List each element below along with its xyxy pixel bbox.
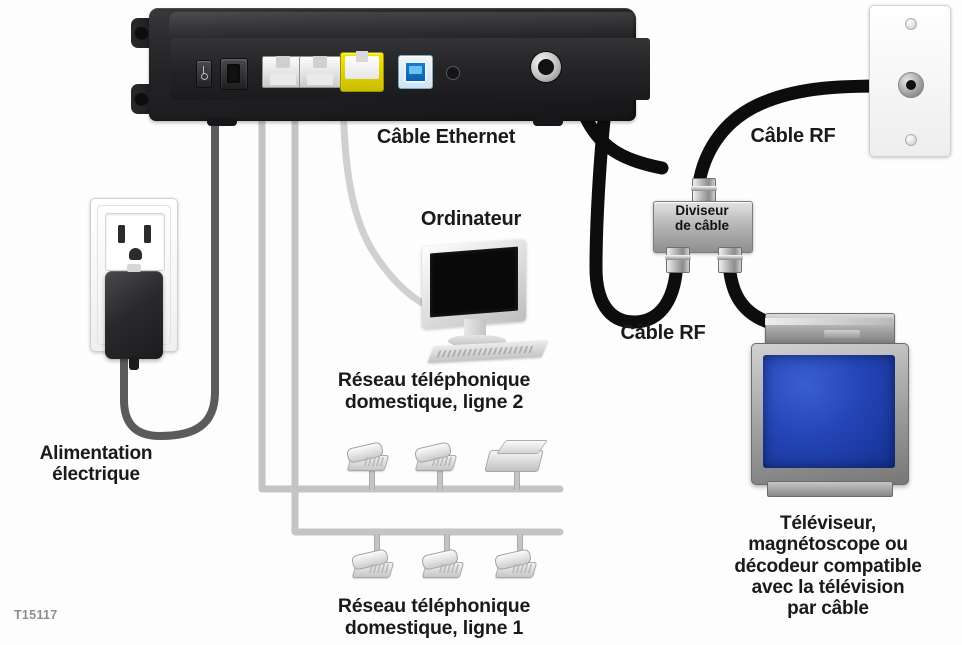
wall-outlet-and-power-supply xyxy=(90,198,178,370)
figure-reference: T15117 xyxy=(14,608,58,622)
outlet-ground-hole xyxy=(129,248,142,260)
cable-splitter: Diviseur de câble xyxy=(644,173,762,283)
line2-drop-3 xyxy=(514,468,520,490)
label-computer: Ordinateur xyxy=(420,208,522,230)
monitor-stand-neck xyxy=(464,319,486,339)
line2-drop-1 xyxy=(369,466,375,490)
ethernet-port[interactable] xyxy=(340,51,384,92)
television-base xyxy=(767,481,893,497)
outlet-face-plate xyxy=(90,198,178,370)
line2-telephone-2 xyxy=(413,441,458,471)
rf-connector[interactable] xyxy=(531,52,561,82)
usb-port[interactable] xyxy=(398,55,433,89)
power-adapter xyxy=(105,264,163,370)
splitter-body xyxy=(653,201,753,253)
cable-modem xyxy=(131,8,650,126)
coaxial-wall-plate xyxy=(869,5,951,157)
computer xyxy=(408,238,549,363)
label-ethernet-cable: Câble Ethernet xyxy=(376,126,516,148)
modem-foot-right xyxy=(533,118,563,126)
label-phone-line-1: Réseau téléphonique domestique, ligne 1 xyxy=(337,595,531,639)
outlet-socket-upper xyxy=(105,213,165,271)
modem-foot-left xyxy=(207,118,237,126)
splitter-output-connector-right[interactable] xyxy=(717,247,743,273)
monitor-screen xyxy=(430,246,518,318)
outlet-prong-left xyxy=(118,225,125,243)
modem-chassis xyxy=(149,8,650,126)
line1-drop-1 xyxy=(374,534,380,556)
label-power-supply: Alimentation électrique xyxy=(39,443,153,486)
splitter-output-connector-left[interactable] xyxy=(665,247,691,273)
line2-telephone-1 xyxy=(345,441,390,471)
line2-drop-2 xyxy=(437,466,443,490)
label-phone-line-2: Réseau téléphonique domestique, ligne 2 xyxy=(337,369,531,413)
set-top-box-panel xyxy=(765,318,893,325)
wall-plate-face xyxy=(869,5,951,157)
line1-telephone-2 xyxy=(420,548,465,578)
power-switch[interactable] xyxy=(196,60,212,88)
outlet-prong-right xyxy=(144,225,151,243)
splitter-label: Diviseur de câble xyxy=(674,203,730,233)
line2-fax-machine xyxy=(484,440,548,472)
wall-plate-screw-bottom xyxy=(905,134,917,146)
reset-button[interactable] xyxy=(446,66,460,80)
television-screen xyxy=(763,355,895,468)
keyboard xyxy=(427,340,549,363)
power-jack[interactable] xyxy=(220,58,248,90)
telephone-port-2[interactable] xyxy=(299,56,341,88)
label-rf-cable-bottom: Câble RF xyxy=(620,322,706,344)
wall-plate-f-connector[interactable] xyxy=(898,72,924,98)
line1-drop-3 xyxy=(517,534,523,556)
label-rf-cable-top: Câble RF xyxy=(750,125,836,147)
line1-telephone-1 xyxy=(350,548,395,578)
label-television: Téléviseur, magnétoscope ou décodeur com… xyxy=(734,513,922,620)
television xyxy=(745,313,913,503)
line1-drop-2 xyxy=(444,534,450,556)
telephone-port-1[interactable] xyxy=(262,56,304,88)
modem-top-bevel xyxy=(169,12,649,38)
wall-plate-screw-top xyxy=(905,18,917,30)
line1-telephone-3 xyxy=(493,548,538,578)
adapter-strain-relief xyxy=(129,356,139,370)
